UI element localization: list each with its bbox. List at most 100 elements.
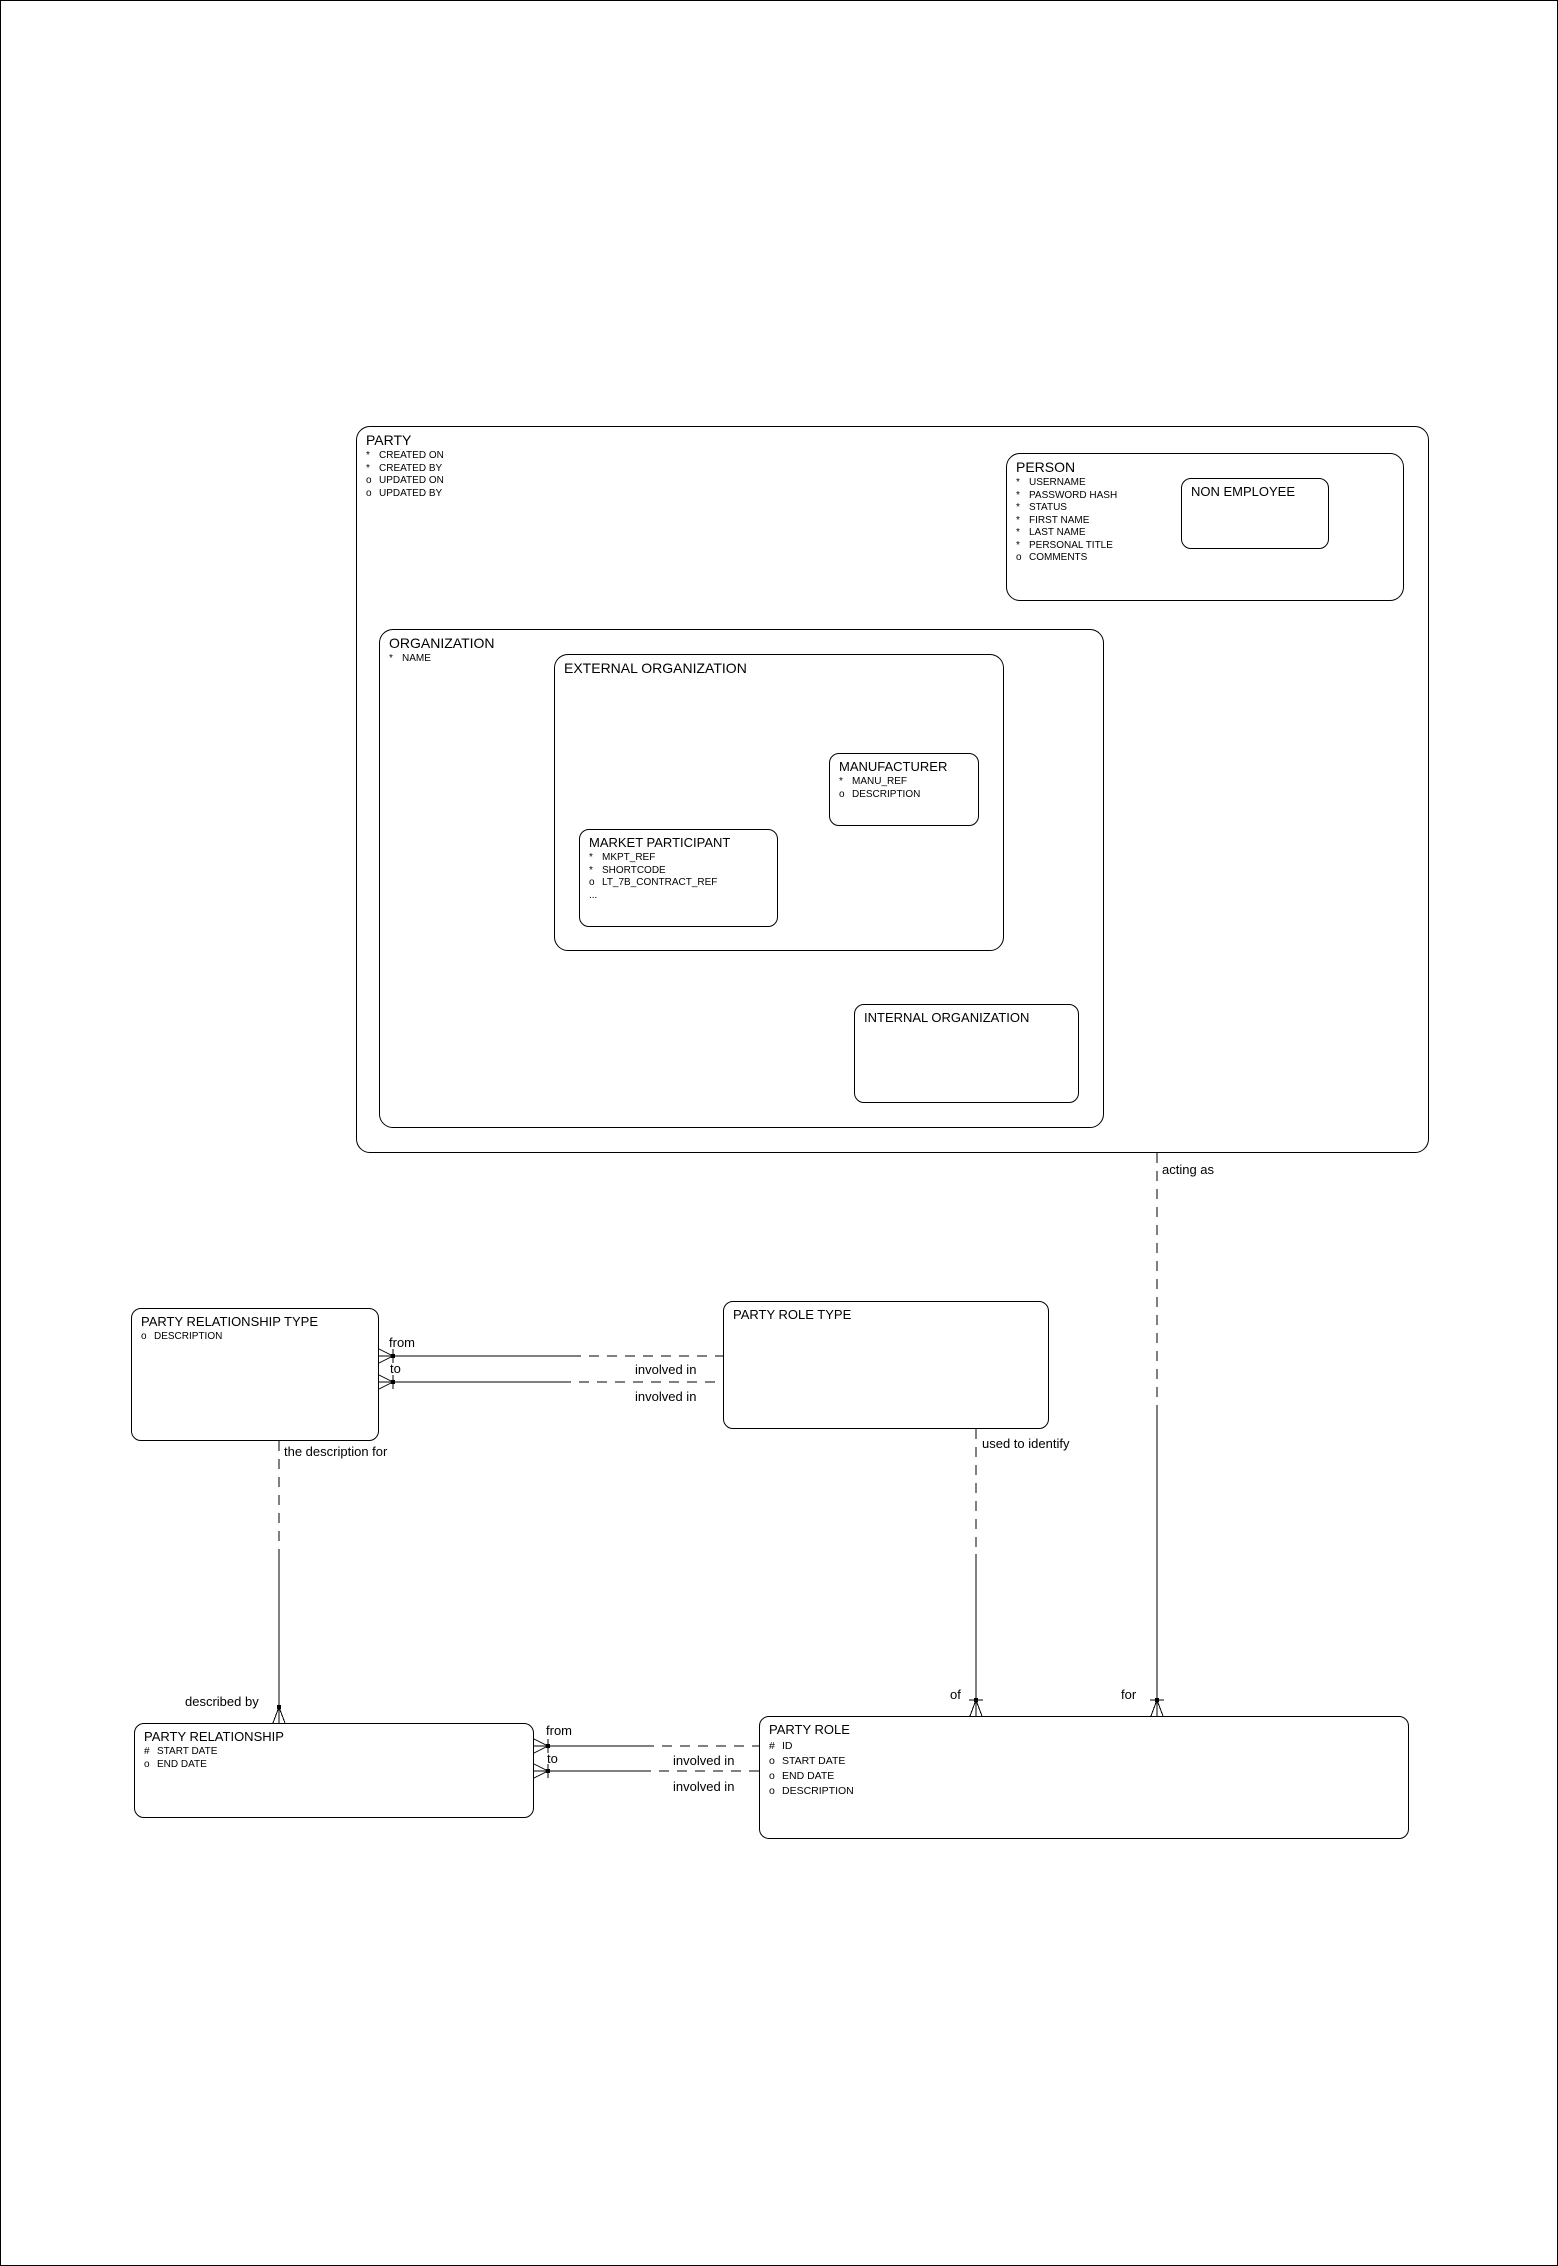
attr-name: END DATE bbox=[157, 1758, 207, 1770]
attr-prefix: o bbox=[769, 1755, 775, 1767]
entity-party-relationship-type-attributes: o DESCRIPTION bbox=[141, 1331, 372, 1344]
attribute-row: o END DATE bbox=[769, 1769, 1402, 1784]
relationship-label-the-description-for: the description for bbox=[284, 1444, 388, 1459]
attr-prefix: * bbox=[366, 450, 370, 461]
entity-person-attributes: *USERNAME *PASSWORD HASH *STATUS *FIRST … bbox=[1016, 477, 1397, 565]
attr-prefix: # bbox=[769, 1740, 775, 1752]
attribute-row: *USERNAME bbox=[1016, 477, 1397, 490]
attr-prefix: o bbox=[769, 1770, 775, 1782]
attribute-row: #ID bbox=[769, 1739, 1402, 1754]
attr-name: MKPT_REF bbox=[602, 852, 656, 863]
attr-prefix: o bbox=[141, 1331, 147, 1342]
relationship-label-used-to-identify: used to identify bbox=[982, 1436, 1070, 1451]
attr-name: DESCRIPTION bbox=[852, 788, 921, 800]
entity-organization-title: ORGANIZATION bbox=[389, 635, 495, 651]
relationship-label-involved-in-top-2: involved in bbox=[635, 1389, 697, 1404]
crow-foot bbox=[533, 1738, 549, 1754]
attr-name: LAST NAME bbox=[1029, 527, 1086, 538]
entity-market-participant[interactable]: MARKET PARTICIPANT *MKPT_REF *SHORTCODE … bbox=[579, 829, 778, 927]
attribute-row: *CREATED BY bbox=[366, 463, 1422, 476]
relationship-label-for: for bbox=[1121, 1687, 1137, 1702]
entity-organization-attributes: *NAME bbox=[389, 653, 1097, 666]
attr-name: COMMENTS bbox=[1029, 552, 1088, 563]
attr-name: UPDATED ON bbox=[379, 475, 444, 486]
entity-party-title: PARTY bbox=[366, 432, 412, 448]
attr-prefix: * bbox=[839, 776, 843, 787]
junction-dot bbox=[546, 1744, 550, 1748]
crow-foot bbox=[378, 1374, 394, 1390]
junction-dot bbox=[391, 1380, 395, 1384]
attr-prefix: * bbox=[1016, 539, 1020, 551]
attr-prefix: * bbox=[589, 852, 593, 863]
entity-internal-organization[interactable]: INTERNAL ORGANIZATION bbox=[854, 1004, 1079, 1103]
connector-acting-as bbox=[1150, 1153, 1164, 1717]
attr-prefix: * bbox=[366, 462, 370, 474]
attr-prefix: * bbox=[1016, 502, 1020, 513]
attr-name: END DATE bbox=[782, 1770, 835, 1782]
attr-name: UPDATED BY bbox=[379, 487, 443, 499]
attribute-row: o COMMENTS bbox=[1016, 552, 1397, 565]
junction-dot bbox=[277, 1705, 281, 1709]
attr-prefix: ... bbox=[589, 889, 598, 901]
junction-dot bbox=[1155, 1698, 1159, 1702]
attr-prefix: o bbox=[769, 1785, 775, 1797]
attr-prefix: * bbox=[1016, 489, 1020, 501]
entity-party-role-type[interactable]: PARTY ROLE TYPE bbox=[723, 1301, 1049, 1429]
attr-name: DESCRIPTION bbox=[154, 1331, 223, 1342]
relationship-label-of: of bbox=[950, 1687, 961, 1702]
attribute-row: * MKPT_REF bbox=[589, 852, 771, 865]
attr-name: STATUS bbox=[1029, 502, 1067, 513]
attribute-row: * PASSWORD HASH bbox=[1016, 490, 1397, 503]
attr-prefix: o bbox=[1016, 552, 1022, 563]
entity-party-role-type-title: PARTY ROLE TYPE bbox=[733, 1307, 852, 1322]
crow-foot bbox=[1150, 1699, 1164, 1717]
attr-prefix: o bbox=[366, 475, 372, 486]
relationship-label-described-by: described by bbox=[185, 1694, 259, 1709]
attr-name: START DATE bbox=[782, 1755, 846, 1767]
attr-prefix: # bbox=[144, 1746, 150, 1757]
attribute-row: # START DATE bbox=[144, 1746, 527, 1759]
attr-name: CREATED ON bbox=[379, 450, 444, 461]
attr-name: USERNAME bbox=[1029, 477, 1086, 488]
attribute-row: o DESCRIPTION bbox=[141, 1331, 372, 1344]
attribute-row: * PERSONAL TITLE bbox=[1016, 540, 1397, 553]
entity-non-employee[interactable]: NON EMPLOYEE bbox=[1181, 478, 1329, 549]
attribute-row: ... bbox=[589, 890, 771, 903]
attr-name: SHORTCODE bbox=[602, 864, 666, 876]
relationship-label-to-top: to bbox=[390, 1361, 401, 1376]
crow-foot bbox=[272, 1706, 286, 1724]
entity-external-organization-title: EXTERNAL ORGANIZATION bbox=[564, 660, 747, 676]
relationship-label-involved-in-bottom-1: involved in bbox=[673, 1753, 735, 1768]
attribute-row: o START DATE bbox=[769, 1754, 1402, 1769]
relationship-label-involved-in-bottom-2: involved in bbox=[673, 1779, 735, 1794]
attr-name: PASSWORD HASH bbox=[1029, 489, 1118, 501]
connector-relationship-from bbox=[533, 1738, 759, 1754]
connector-type-to bbox=[378, 1374, 723, 1390]
relationship-label-to-bottom: to bbox=[547, 1751, 558, 1766]
junction-dot bbox=[974, 1698, 978, 1702]
attribute-row: * STATUS bbox=[1016, 502, 1397, 515]
attr-name: START DATE bbox=[157, 1746, 218, 1757]
crow-foot bbox=[969, 1699, 983, 1717]
entity-party-role-title: PARTY ROLE bbox=[769, 1722, 850, 1737]
attribute-row: * SHORTCODE bbox=[589, 865, 771, 878]
junction-dot bbox=[391, 1354, 395, 1358]
attr-prefix: * bbox=[1016, 527, 1020, 538]
attr-prefix: * bbox=[589, 864, 593, 876]
attr-name: PERSONAL TITLE bbox=[1029, 539, 1113, 551]
attr-prefix: o bbox=[839, 788, 845, 800]
relationship-label-acting-as: acting as bbox=[1162, 1162, 1215, 1177]
attr-prefix: * bbox=[389, 653, 393, 664]
